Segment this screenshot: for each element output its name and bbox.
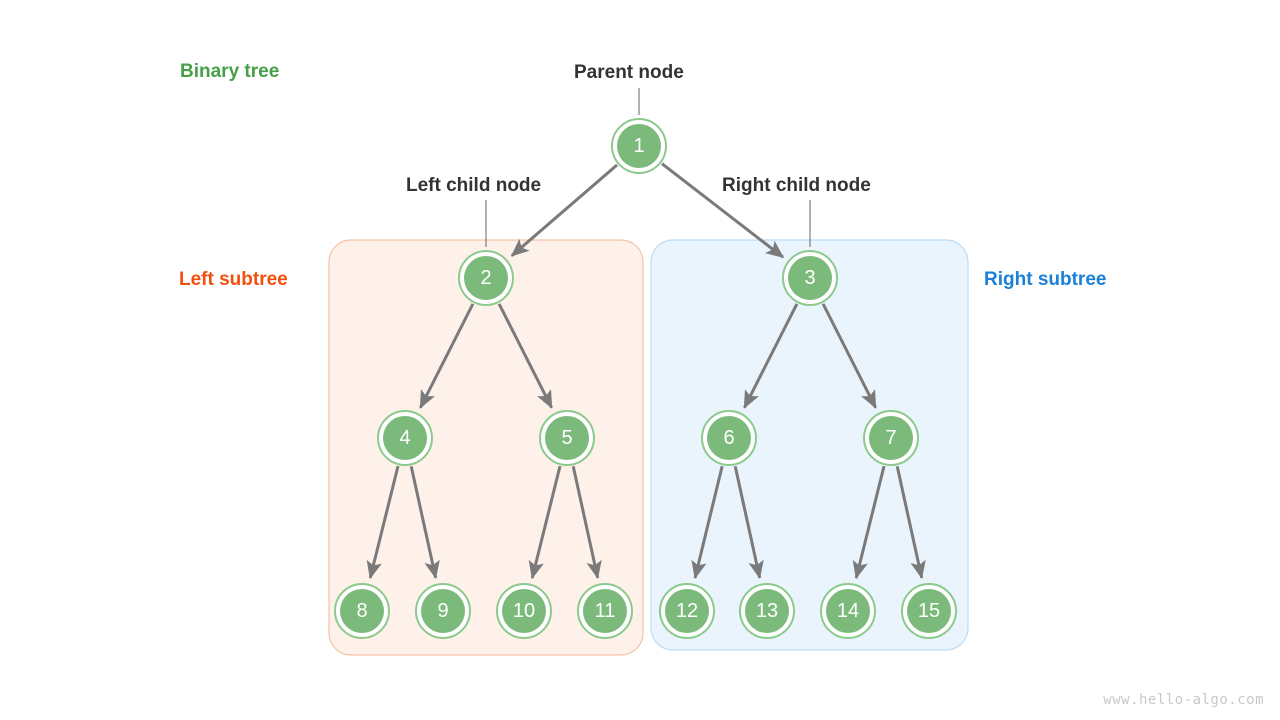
tree-edge-n1-n2 <box>510 163 619 257</box>
label-left_child: Left child node <box>406 175 542 196</box>
tree-edge-n4-n9 <box>409 466 440 579</box>
label-left_sub: Left subtree <box>179 269 288 290</box>
tree-node-4[interactable]: 4 <box>377 410 433 466</box>
tree-node-label: 4 <box>383 416 427 460</box>
tree-node-2[interactable]: 2 <box>458 250 514 306</box>
tree-node-11[interactable]: 11 <box>577 583 633 639</box>
tree-node-label: 6 <box>707 416 751 460</box>
tree-node-label: 13 <box>745 589 789 633</box>
label-right_sub: Right subtree <box>984 269 1107 290</box>
tree-edge-n6-n13 <box>733 466 764 579</box>
tree-edge-n5-n10 <box>528 465 562 580</box>
tree-node-6[interactable]: 6 <box>701 410 757 466</box>
annotation-pointers <box>485 88 811 247</box>
tree-edge-n1-n3 <box>661 162 785 259</box>
tree-node-label: 15 <box>907 589 951 633</box>
tree-node-5[interactable]: 5 <box>539 410 595 466</box>
tree-node-9[interactable]: 9 <box>415 583 471 639</box>
tree-node-label: 14 <box>826 589 870 633</box>
tree-node-10[interactable]: 10 <box>496 583 552 639</box>
tree-node-label: 7 <box>869 416 913 460</box>
tree-edge-n7-n15 <box>895 466 926 579</box>
tree-node-label: 12 <box>665 589 709 633</box>
tree-node-label: 9 <box>421 589 465 633</box>
label-right_child: Right child node <box>722 175 871 196</box>
tree-edge-n7-n14 <box>852 465 886 580</box>
tree-node-label: 10 <box>502 589 546 633</box>
tree-edge-n6-n12 <box>691 465 724 580</box>
tree-node-8[interactable]: 8 <box>334 583 390 639</box>
tree-node-1[interactable]: 1 <box>611 118 667 174</box>
tree-edges <box>366 162 926 580</box>
label-title: Binary tree <box>180 61 280 82</box>
label-parent: Parent node <box>574 62 684 83</box>
tree-node-label: 1 <box>617 124 661 168</box>
tree-node-7[interactable]: 7 <box>863 410 919 466</box>
tree-node-12[interactable]: 12 <box>659 583 715 639</box>
tree-edge-n5-n11 <box>571 466 602 579</box>
tree-edge-n2-n5 <box>497 303 553 409</box>
tree-node-15[interactable]: 15 <box>901 583 957 639</box>
tree-node-label: 8 <box>340 589 384 633</box>
subtree-regions <box>328 239 969 656</box>
tree-edge-n3-n6 <box>743 303 799 409</box>
watermark: www.hello-algo.com <box>1103 692 1264 708</box>
tree-node-3[interactable]: 3 <box>782 250 838 306</box>
tree-node-label: 11 <box>583 589 627 633</box>
tree-node-label: 2 <box>464 256 508 300</box>
tree-node-label: 3 <box>788 256 832 300</box>
tree-edge-n2-n4 <box>419 303 475 409</box>
tree-node-14[interactable]: 14 <box>820 583 876 639</box>
tree-node-label: 5 <box>545 416 589 460</box>
tree-node-13[interactable]: 13 <box>739 583 795 639</box>
tree-edge-n4-n8 <box>366 465 400 580</box>
tree-edge-n3-n7 <box>821 303 877 409</box>
